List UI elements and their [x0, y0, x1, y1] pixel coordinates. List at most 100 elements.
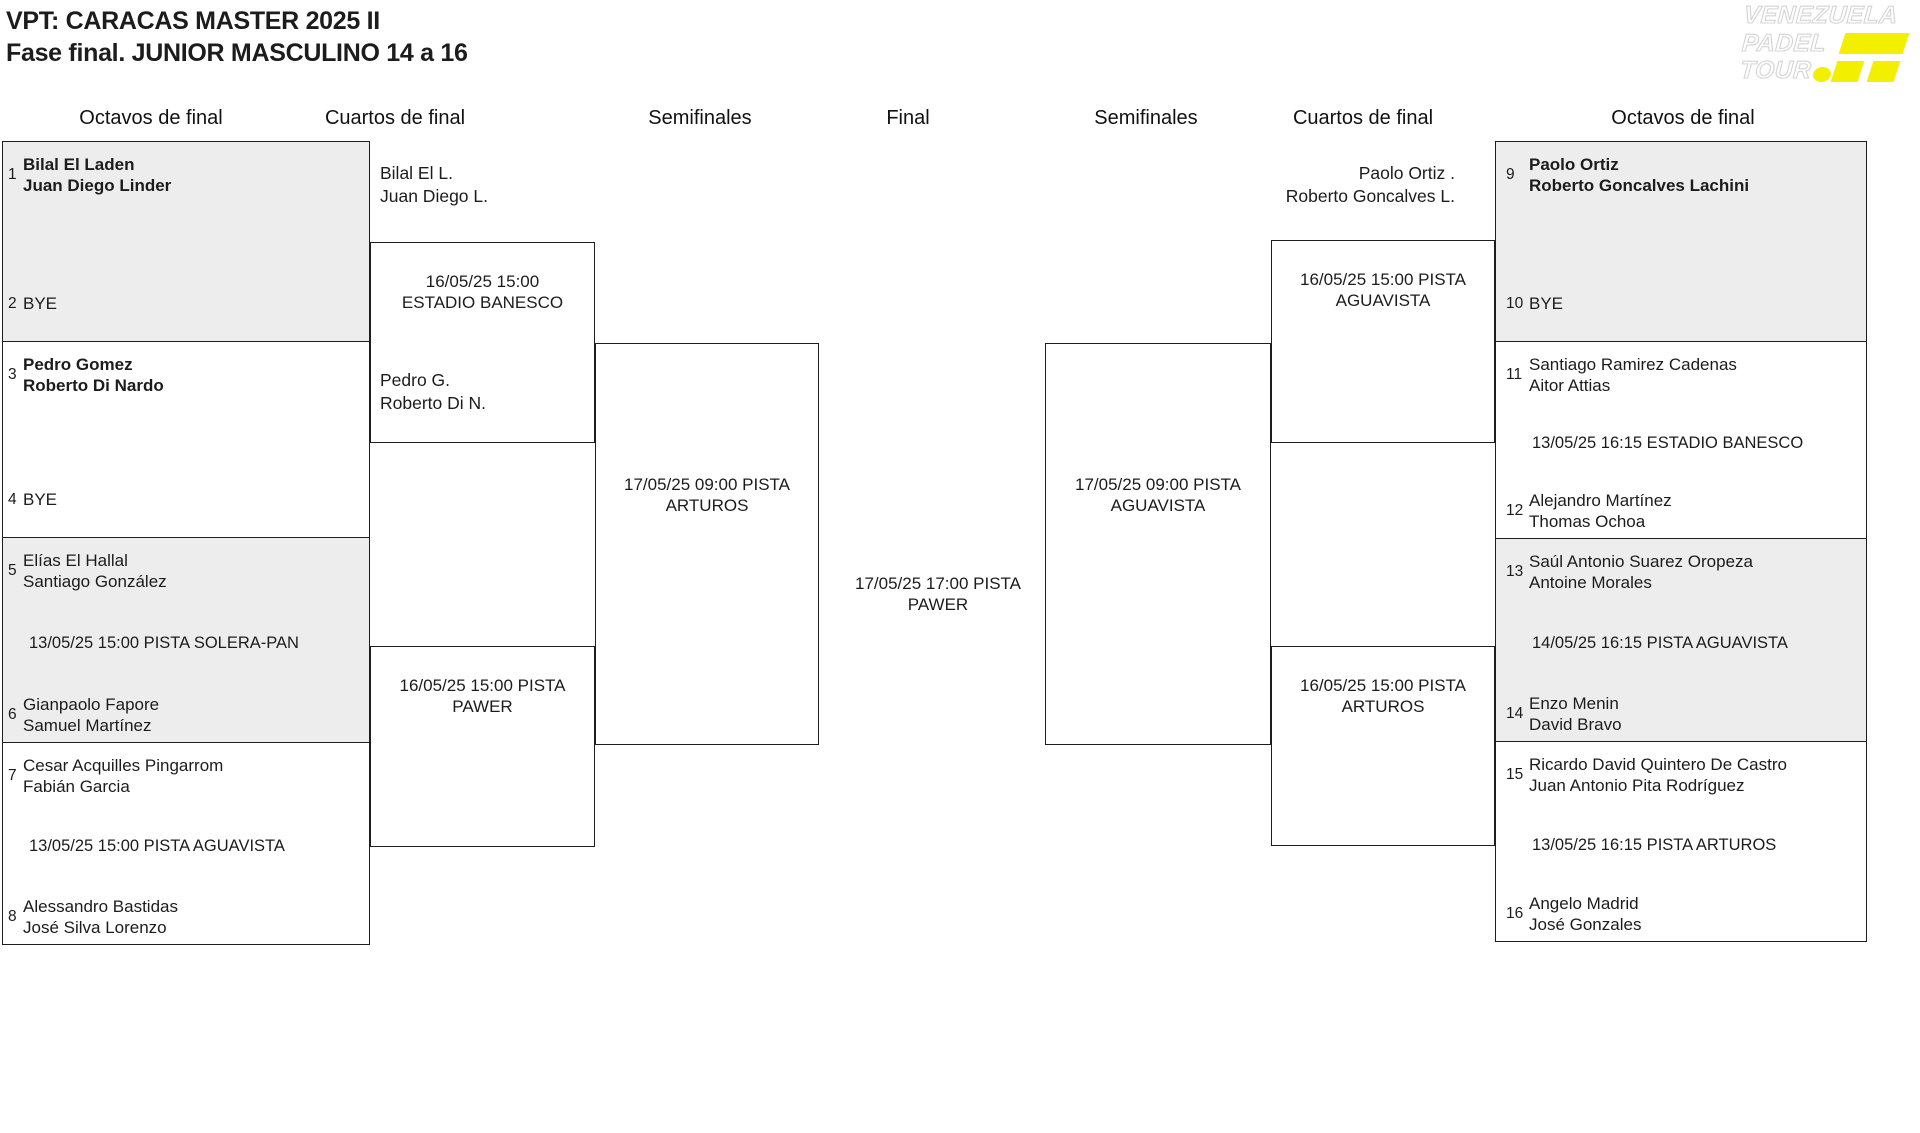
match-schedule: 16/05/25 15:00 PISTA ARTUROS	[1299, 676, 1467, 716]
match-box-octavos-6: 11 Santiago Ramirez Cadenas Aitor Attias…	[1495, 341, 1867, 539]
player-name: Alejandro Martínez	[1529, 491, 1672, 510]
logo-word-venezuela: VENEZUELA	[1742, 1, 1899, 29]
match-schedule: 14/05/25 16:15 PISTA AGUAVISTA	[1532, 633, 1788, 652]
seed-number: 14	[1506, 705, 1524, 722]
player-name: Fabián Garcia	[23, 777, 130, 796]
round-header-semifinales-left: Semifinales	[648, 107, 752, 129]
logo-yellow-bar	[1838, 33, 1910, 54]
player-name: BYE	[23, 294, 58, 313]
player-name: Pedro G.	[380, 370, 451, 390]
player-name: Alessandro Bastidas	[23, 897, 178, 916]
match-schedule: 13/05/25 16:15 PISTA ARTUROS	[1532, 835, 1777, 854]
match-box-octavos-2: 3 Pedro Gomez Roberto Di Nardo 4 BYE	[2, 341, 370, 538]
round-header-final: Final	[886, 107, 930, 129]
seed-number: 15	[1506, 766, 1524, 783]
player-name: Paolo Ortiz	[1529, 155, 1619, 174]
player-name: Bilal El L.	[380, 163, 453, 183]
seed-number: 2	[8, 295, 17, 312]
player-name: Aitor Attias	[1529, 376, 1611, 395]
player-name: Gianpaolo Fapore	[23, 695, 160, 714]
match-schedule: 16/05/25 15:00 ESTADIO BANESCO	[401, 272, 564, 312]
player-name: Bilal El Laden	[23, 155, 135, 174]
player-name: BYE	[23, 490, 58, 509]
tournament-name: VPT: CARACAS MASTER 2025 II	[6, 7, 380, 35]
match-box-octavos-5: 9 Paolo Ortiz Roberto Goncalves Lachini …	[1495, 141, 1867, 342]
team-row: 9 Paolo Ortiz Roberto Goncalves Lachini	[1496, 154, 1862, 196]
quarterfinal-box-left-1: 16/05/25 15:00 ESTADIO BANESCO	[370, 242, 595, 443]
seed-number: 12	[1506, 502, 1524, 519]
player-name: Ricardo David Quintero De Castro	[1529, 755, 1787, 774]
team-row: 4 BYE	[3, 489, 365, 531]
player-name: Antoine Morales	[1529, 573, 1652, 592]
semifinal-box-right: 17/05/25 09:00 PISTA AGUAVISTA	[1045, 343, 1271, 745]
round-header-octavos-left: Octavos de final	[79, 107, 223, 129]
quarterfinal-box-right-2: 16/05/25 15:00 PISTA ARTUROS	[1271, 646, 1495, 846]
team-row: 11 Santiago Ramirez Cadenas Aitor Attias	[1496, 354, 1862, 396]
advancing-team: Bilal El L. Juan Diego L.	[380, 162, 488, 208]
player-name	[1529, 314, 1563, 335]
match-schedule: 17/05/25 09:00 PISTA AGUAVISTA	[1074, 475, 1242, 515]
player-name: Enzo Menin	[1529, 694, 1619, 713]
match-box-octavos-1: 1 Bilal El Laden Juan Diego Linder 2 BYE	[2, 141, 370, 342]
match-schedule: 13/05/25 15:00 PISTA AGUAVISTA	[29, 837, 285, 856]
player-name: Samuel Martínez	[23, 716, 152, 735]
player-name: Juan Diego Linder	[23, 176, 172, 195]
advancing-team: Paolo Ortiz . Roberto Goncalves L.	[1255, 162, 1455, 208]
seed-number: 13	[1506, 563, 1524, 580]
player-name: Roberto Goncalves L.	[1285, 186, 1455, 206]
phase-category: Fase final. JUNIOR MASCULINO 14 a 16	[6, 39, 468, 67]
player-name: José Gonzales	[1529, 915, 1642, 934]
team-row: 2 BYE	[3, 293, 365, 335]
team-row: 12 Alejandro Martínez Thomas Ochoa	[1496, 490, 1862, 532]
match-schedule: 13/05/25 15:00 PISTA SOLERA-PAN	[29, 633, 299, 652]
player-name: José Silva Lorenzo	[23, 918, 167, 937]
player-name: Roberto Di N.	[380, 393, 487, 413]
player-name: Juan Diego L.	[380, 186, 488, 206]
team-row: 15 Ricardo David Quintero De Castro Juan…	[1496, 754, 1862, 796]
player-name: Roberto Goncalves Lachini	[1529, 176, 1750, 195]
team-row: 6 Gianpaolo Fapore Samuel Martínez	[3, 694, 365, 736]
seed-number: 11	[1506, 366, 1523, 383]
seed-number: 8	[8, 908, 17, 925]
seed-number: 10	[1506, 295, 1524, 312]
player-name: Roberto Di Nardo	[23, 376, 164, 395]
seed-number: 4	[8, 491, 17, 508]
final-schedule: 17/05/25 17:00 PISTA PAWER	[854, 574, 1022, 614]
quarterfinal-box-left-2: 16/05/25 15:00 PISTA PAWER	[370, 646, 595, 847]
player-name: Angelo Madrid	[1529, 894, 1639, 913]
round-header-semifinales-right: Semifinales	[1094, 107, 1198, 129]
match-box-octavos-3: 5 Elías El Hallal Santiago González 13/0…	[2, 537, 370, 743]
round-header-octavos-right: Octavos de final	[1611, 107, 1755, 129]
seed-number: 7	[8, 767, 17, 784]
player-name: Elías El Hallal	[23, 551, 128, 570]
player-name	[23, 314, 57, 335]
advancing-team: Pedro G. Roberto Di N.	[380, 369, 486, 415]
seed-number: 9	[1506, 166, 1515, 183]
player-name: BYE	[1529, 294, 1564, 313]
team-row: 16 Angelo Madrid José Gonzales	[1496, 893, 1862, 935]
player-name	[23, 510, 57, 531]
seed-number: 3	[8, 366, 17, 383]
round-header-cuartos-left: Cuartos de final	[324, 107, 466, 129]
page-title: VPT: CARACAS MASTER 2025 II Fase final. …	[6, 5, 468, 69]
player-name: Thomas Ochoa	[1529, 512, 1646, 531]
team-row: 10 BYE	[1496, 293, 1862, 335]
match-box-octavos-4: 7 Cesar Acquilles Pingarrom Fabián Garci…	[2, 742, 370, 945]
seed-number: 5	[8, 562, 17, 579]
team-row: 14 Enzo Menin David Bravo	[1496, 693, 1862, 735]
player-name: Cesar Acquilles Pingarrom	[23, 756, 224, 775]
match-schedule: 13/05/25 16:15 ESTADIO BANESCO	[1532, 434, 1804, 453]
player-name: David Bravo	[1529, 715, 1622, 734]
seed-number: 1	[8, 166, 17, 183]
match-box-octavos-8: 15 Ricardo David Quintero De Castro Juan…	[1495, 741, 1867, 942]
match-schedule: 17/05/25 09:00 PISTA ARTUROS	[623, 475, 791, 515]
semifinal-box-left: 17/05/25 09:00 PISTA ARTUROS	[595, 343, 819, 745]
seed-number: 6	[8, 706, 17, 723]
player-name: Paolo Ortiz .	[1358, 163, 1455, 183]
team-row: 3 Pedro Gomez Roberto Di Nardo	[3, 354, 365, 396]
match-schedule: 16/05/25 15:00 PISTA PAWER	[399, 676, 566, 716]
quarterfinal-box-right-1: 16/05/25 15:00 PISTA AGUAVISTA	[1271, 240, 1495, 443]
match-box-octavos-7: 13 Saúl Antonio Suarez Oropeza Antoine M…	[1495, 538, 1867, 742]
player-name: Pedro Gomez	[23, 355, 133, 374]
